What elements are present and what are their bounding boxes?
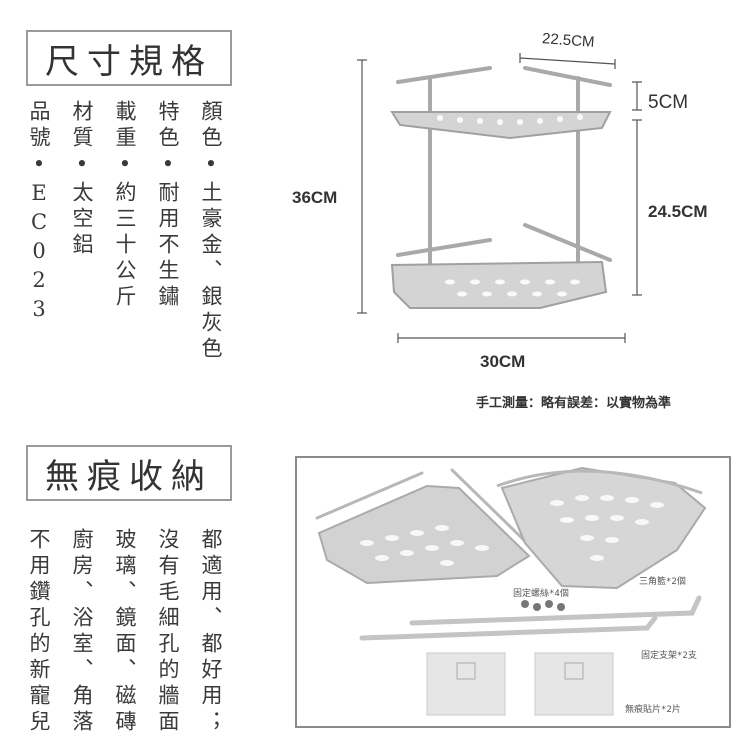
storage-text-4: 廚房、浴室、角落 <box>70 528 94 736</box>
storage-text-3: 玻璃、鏡面、磁磚 <box>113 528 137 736</box>
spec-model-text: 品號•EC023 <box>27 100 51 326</box>
measurement-note: 手工測量：略有誤差：以實物為準 <box>476 396 672 411</box>
package-contents-frame: 固定螺絲*4個 三角籃*2個 固定支架*2支 無痕貼片*2片 <box>295 456 731 728</box>
total-height-label: 36CM <box>292 188 338 207</box>
shelf-height-label: 5CM <box>648 92 689 113</box>
package-contents-illustration <box>315 466 707 716</box>
storage-section-title: 無痕收納 <box>26 445 232 501</box>
spec-section-title: 尺寸規格 <box>26 30 232 86</box>
pads-label: 無痕貼片*2片 <box>625 705 681 715</box>
spec-load-text: 載重•約三十公斤 <box>113 100 137 311</box>
spec-color-text: 顏色•土豪金、銀灰色 <box>199 100 223 363</box>
storage-text-1: 都適用、都好用； <box>199 528 223 736</box>
width-dimension-label: 30CM <box>480 352 526 371</box>
shelf-dimension-drawing <box>357 53 642 343</box>
gap-height-label: 24.5CM <box>648 202 708 221</box>
depth-dimension-label: 22.5CM <box>541 30 596 51</box>
brackets-label: 固定支架*2支 <box>641 651 697 661</box>
screws-label: 固定螺絲*4個 <box>513 589 569 599</box>
storage-text-2: 沒有毛細孔的牆面 <box>156 528 180 736</box>
spec-material-text: 材質•太空鋁 <box>70 100 94 259</box>
spec-feature-text: 特色•耐用不生鏽 <box>156 100 180 311</box>
baskets-label: 三角籃*2個 <box>639 577 686 587</box>
storage-text-5: 不用鑽孔的新寵兒 <box>27 528 51 736</box>
